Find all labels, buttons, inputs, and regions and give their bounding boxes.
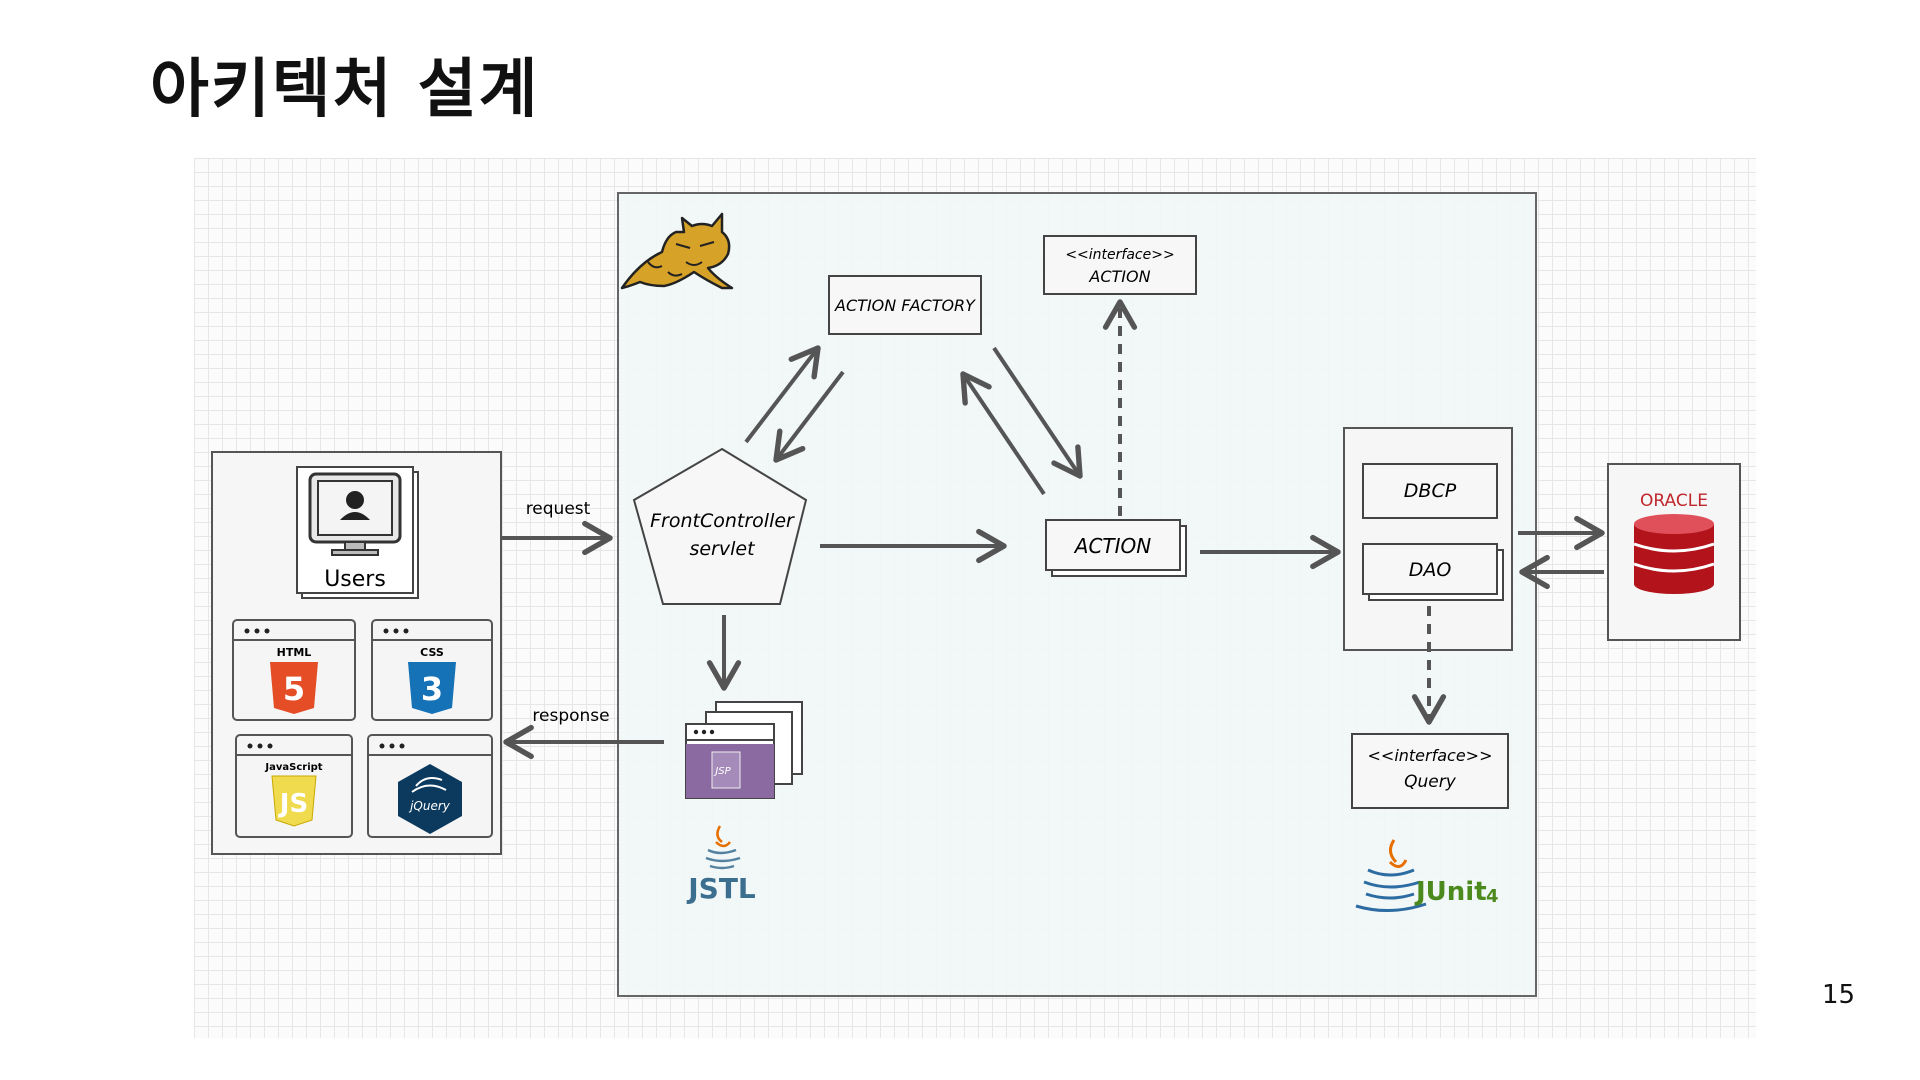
html5-shield-icon: [270, 662, 318, 714]
database-cylinder-icon: [1633, 514, 1715, 594]
factory-to-fc-arrow: [773, 370, 845, 463]
action-factory-label: ACTION FACTORY: [834, 296, 976, 315]
front-controller-line2: servlet: [689, 538, 756, 560]
page-number: 15: [1822, 980, 1856, 1010]
jquery-hexagon-icon: [398, 764, 462, 834]
front-controller-node: FrontController servlet: [632, 447, 808, 605]
response-label: response: [532, 706, 609, 726]
interface-action-stereotype: <<interface>>: [1065, 247, 1174, 263]
dao-node: DAO: [1362, 543, 1504, 601]
html-label: HTML: [277, 646, 312, 659]
jquery-tile: jQuery: [367, 734, 493, 838]
css-label: CSS: [420, 646, 444, 659]
jstl-logo: JSTL: [686, 825, 756, 905]
dbcp-label: DBCP: [1404, 480, 1457, 502]
jstl-label: JSTL: [686, 872, 756, 905]
css3-badge: 3: [421, 670, 443, 708]
jquery-label: jQuery: [408, 799, 451, 813]
interface-query-stereotype: <<interface>>: [1368, 746, 1493, 765]
dao-label: DAO: [1409, 559, 1452, 581]
java-cup-icon: [1388, 839, 1408, 868]
action-factory-node: ACTION FACTORY: [828, 275, 982, 335]
persistence-container: [1343, 427, 1513, 651]
html-tile: HTML 5: [232, 619, 356, 721]
front-controller-line1: FrontController: [650, 510, 795, 532]
action-to-factory-arrow: [960, 371, 1046, 496]
users-card: Users: [296, 466, 419, 599]
monitor-user-icon: [308, 472, 402, 556]
junit-label: JUnit: [1414, 877, 1487, 907]
css-tile: CSS 3: [371, 619, 493, 721]
java-cup-icon: [715, 825, 731, 848]
js-shield-icon: [271, 775, 317, 827]
html5-badge: 5: [283, 670, 305, 708]
dbcp-node: DBCP: [1362, 463, 1498, 519]
jsp-views-node: JSP: [685, 701, 803, 799]
interface-action-name: ACTION: [1088, 267, 1150, 286]
interface-query-name: Query: [1404, 772, 1457, 792]
jsp-label: JSP: [713, 766, 731, 777]
junit-logo: JUnit 4: [1355, 839, 1499, 913]
fc-to-factory-arrow: [744, 345, 821, 444]
tomcat-icon: [620, 212, 734, 290]
interface-action-node: <<interface>> ACTION: [1043, 235, 1197, 295]
junit-version: 4: [1486, 886, 1499, 907]
js-badge: JS: [278, 789, 308, 819]
action-node: ACTION: [1045, 519, 1187, 577]
slide-title: 아키텍처 설계: [150, 53, 540, 127]
javascript-label: JavaScript: [264, 762, 322, 773]
request-label: request: [526, 499, 591, 519]
factory-to-action-arrow: [992, 346, 1083, 479]
oracle-db-node: ORACLE: [1607, 463, 1741, 641]
users-label: Users: [324, 567, 386, 592]
interface-query-node: <<interface>> Query: [1351, 733, 1509, 809]
action-label: ACTION: [1073, 534, 1152, 558]
javascript-tile: JavaScript JS: [235, 734, 353, 838]
css3-shield-icon: [408, 662, 456, 714]
oracle-label: ORACLE: [1640, 491, 1708, 511]
